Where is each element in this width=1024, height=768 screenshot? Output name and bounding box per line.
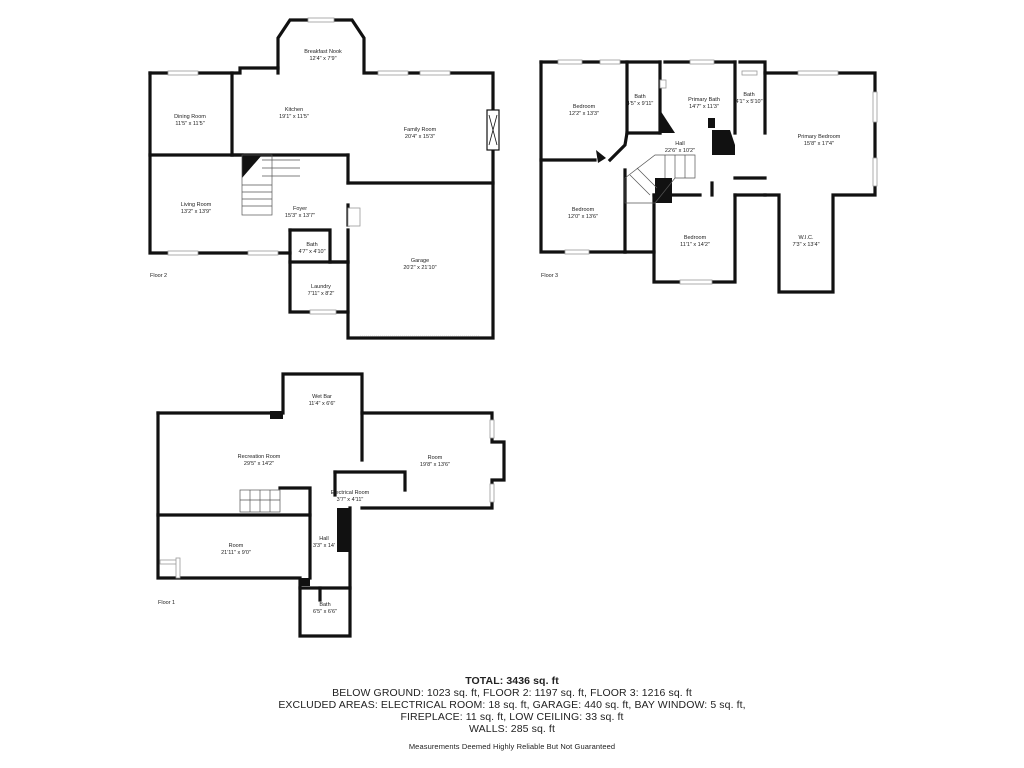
- room-dims: 4'5" x 9'11": [627, 101, 654, 107]
- room-name: Room: [229, 543, 244, 549]
- room-name: Electrical Room: [331, 490, 370, 496]
- room-dims: 20'4" x 15'3": [405, 134, 435, 140]
- room-dims: 19'1" x 11'5": [279, 114, 309, 120]
- room-name: Living Room: [181, 202, 212, 208]
- room-name: Recreation Room: [238, 454, 281, 460]
- room-name: Room: [428, 455, 443, 461]
- room-name: Family Room: [404, 127, 437, 133]
- room-name: Bath: [634, 94, 645, 100]
- room-name: W.I.C.: [799, 235, 814, 241]
- room-dims: 11'5" x 11'5": [175, 121, 204, 127]
- floor-2-plan: [148, 17, 500, 340]
- room-name: Primary Bath: [688, 97, 720, 103]
- room-dims: 11'4" x 6'6": [309, 401, 336, 407]
- floor-label: Floor 3: [541, 273, 558, 279]
- room-dims: 13'2" x 13'9": [181, 209, 211, 215]
- room-dims: 12'4" x 7'9": [309, 56, 336, 62]
- room-dims: 20'2" x 21'10": [403, 265, 436, 271]
- floor-label: Floor 2: [150, 273, 167, 279]
- room-dims: 14'7" x 11'3": [689, 104, 719, 110]
- room-dims: 12'0" x 13'6": [568, 214, 598, 220]
- room-name: Bath: [743, 92, 754, 98]
- room-name: Kitchen: [285, 107, 303, 113]
- room-dims: 21'11" x 9'0": [221, 550, 251, 556]
- room-dims: 4'7" x 4'10": [298, 249, 325, 255]
- room-name: Breakfast Nook: [304, 49, 342, 55]
- area-summary: TOTAL: 3436 sq. ft BELOW GROUND: 1023 sq…: [0, 675, 1024, 753]
- room-name: Laundry: [311, 284, 331, 290]
- room-dims: 15'3" x 13'7": [285, 213, 315, 219]
- room-dims: 3'3" x 14': [313, 543, 335, 549]
- floor-3-plan: [539, 59, 878, 294]
- disclaimer: Measurements Deemed Highly Reliable But …: [408, 742, 616, 751]
- area-breakdown: BELOW GROUND: 1023 sq. ft, FLOOR 2: 1197…: [332, 687, 692, 699]
- floor-label: Floor 1: [158, 600, 175, 606]
- room-name: Hall: [319, 536, 328, 542]
- room-name: Dining Room: [174, 114, 206, 120]
- walls-area: WALLS: 285 sq. ft: [469, 723, 555, 735]
- floor-1-plan: [156, 372, 506, 638]
- room-name: Garage: [411, 258, 429, 264]
- room-dims: 19'8" x 13'6": [420, 462, 450, 468]
- room-name: Bedroom: [573, 104, 596, 110]
- excluded-areas-continued: FIREPLACE: 11 sq. ft, LOW CEILING: 33 sq…: [400, 711, 624, 723]
- room-dims: 7'11" x 8'2": [308, 291, 335, 297]
- room-dims: 4'1" x 5'10": [735, 99, 762, 105]
- room-dims: 3'7" x 4'11": [337, 497, 364, 503]
- room-name: Hall: [675, 141, 684, 147]
- room-dims: 29'5" x 14'2": [244, 461, 274, 467]
- room-name: Primary Bedroom: [798, 134, 841, 140]
- room-name: Foyer: [293, 206, 307, 212]
- room-dims: 11'1" x 14'2": [680, 242, 710, 248]
- room-dims: 15'8" x 17'4": [804, 141, 834, 147]
- room-dims: 7'3" x 13'4": [792, 242, 819, 248]
- room-name: Bath: [319, 602, 330, 608]
- excluded-areas: EXCLUDED AREAS: ELECTRICAL ROOM: 18 sq. …: [278, 699, 746, 711]
- room-dims: 22'6" x 10'2": [665, 148, 695, 154]
- total-area: TOTAL: 3436 sq. ft: [465, 675, 559, 687]
- room-dims: 6'5" x 6'6": [313, 609, 337, 615]
- room-name: Bedroom: [684, 235, 707, 241]
- room-name: Wet Bar: [312, 394, 332, 400]
- room-name: Bedroom: [572, 207, 595, 213]
- room-dims: 12'2" x 13'3": [569, 111, 599, 117]
- room-name: Bath: [306, 242, 317, 248]
